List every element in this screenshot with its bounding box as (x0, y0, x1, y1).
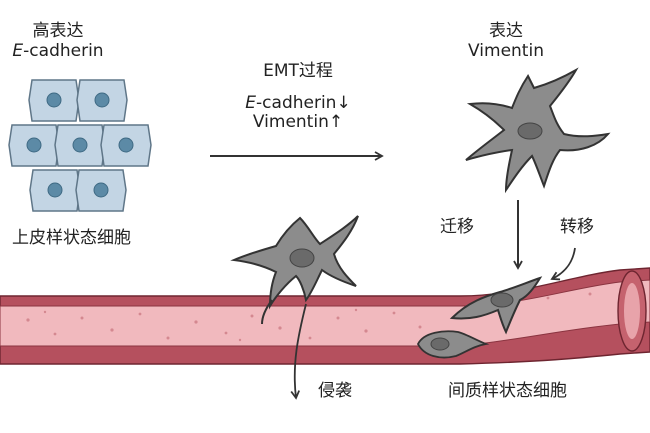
epithelial-cell (8, 124, 60, 167)
epithelial-marker-rest: -cadherin (23, 40, 104, 61)
emt-marker1: E-cadherin↓ (245, 92, 351, 114)
emt-process-label: EMT过程 (263, 61, 333, 81)
epithelial-marker-italic: E (12, 40, 24, 61)
blood-vessel (0, 267, 650, 365)
epithelial-cell-cluster (8, 79, 152, 212)
emt-marker1-italic: E (245, 92, 257, 113)
circulating-cell (416, 330, 490, 359)
invasion-arrow (290, 303, 307, 400)
metastasis-arrow (550, 247, 576, 281)
emt-marker2: Vimentin↑ (252, 112, 344, 133)
vessel-lumen-dots (26, 292, 592, 342)
mesenchymal-title-line2: Vimentin (468, 40, 544, 61)
migration-label: 迁移 (440, 217, 474, 237)
mesenchymal-title: 表达 Vimentin (468, 21, 544, 61)
epithelial-cell (100, 124, 152, 167)
epithelial-cell (28, 79, 80, 122)
epithelial-marker-label: E-cadherin (12, 40, 104, 62)
epithelial-cell (75, 169, 127, 212)
epithelial-cell (29, 169, 81, 212)
mesenchymal-cell-top (465, 67, 611, 194)
epithelial-cell (54, 124, 106, 167)
intravasating-cell (449, 276, 543, 335)
epithelial-cell (76, 79, 128, 122)
metastasis-label: 转移 (560, 217, 594, 237)
mesenchymal-cell-label: 间质样状态细胞 (448, 381, 567, 401)
emt-marker1-rest: -cadherin↓ (256, 92, 351, 113)
epithelial-cell-label: 上皮样状态细胞 (12, 228, 131, 248)
emt-label: EMT过程 E-cadherin↓ Vimentin↑ (245, 61, 351, 133)
mesenchymal-title-line1: 表达 (489, 21, 523, 41)
epithelial-title: 高表达 E-cadherin (12, 21, 104, 62)
invading-cell (230, 215, 359, 325)
invasion-label: 侵袭 (318, 381, 352, 401)
epithelial-title-line1: 高表达 (32, 21, 84, 41)
